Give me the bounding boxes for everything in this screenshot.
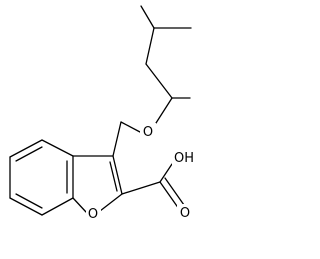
bond-c3a-c4 <box>41 139 74 157</box>
bond-c2-furan-o <box>99 193 123 212</box>
hydroxyl-label: OH <box>174 151 194 166</box>
bond-c3-c2-inner <box>109 161 118 192</box>
bond-ch2-c3 <box>112 121 122 157</box>
furan-oxygen-label: O <box>88 207 98 222</box>
bond-carbonyl-2 <box>164 177 185 206</box>
ether-oxygen-label: O <box>143 125 153 140</box>
structure-diagram: O O OH O <box>9 5 196 222</box>
bond-c2-carboxyl-c <box>121 181 161 195</box>
bond-ether-o-ch2 <box>120 121 141 133</box>
bond-ch-ether-o <box>155 97 173 124</box>
bond-methyl-a <box>140 5 155 29</box>
bond-carbonyl-1 <box>159 181 180 210</box>
bond-ch2-ch <box>145 63 173 99</box>
bond-c7-c7a <box>41 197 74 216</box>
bond-c6-c7 <box>9 197 43 216</box>
bond-carboxyl-c-oh <box>159 163 173 183</box>
bond-furan-o-c7a <box>72 197 87 213</box>
bond-c4-c5 <box>9 139 43 158</box>
bond-c6-c7-inner <box>15 193 43 209</box>
bond-ch-ch2 <box>145 27 155 65</box>
bond-c3-c2 <box>112 155 123 195</box>
bond-c4-c5-inner <box>15 146 43 162</box>
carbonyl-oxygen-label: O <box>180 206 190 221</box>
